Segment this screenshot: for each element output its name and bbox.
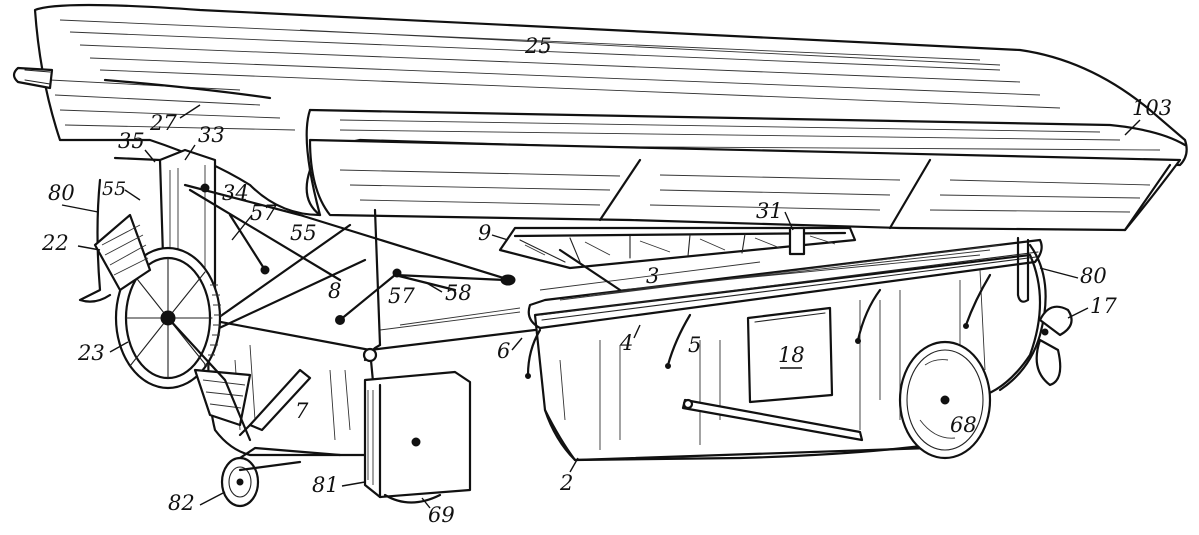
label-4: 4 [619,331,633,355]
nose-wheel [220,446,342,508]
wing [12,3,1188,232]
label-34: 34 [222,181,249,205]
label-9: 9 [478,221,491,245]
deck [379,244,1001,331]
label-8: 8 [328,279,341,303]
label-25: 25 [524,34,552,58]
label-58: 58 [445,281,472,305]
label-23: 23 [77,341,105,365]
label-33: 33 [198,123,225,147]
label-27: 27 [149,111,177,135]
label-35: 35 [118,129,145,153]
label-22: 22 [41,231,69,255]
label-31: 31 [756,199,783,223]
label-18: 18 [778,343,805,367]
rear-hook [1016,236,1030,303]
label-57-lower: 57 [388,284,415,308]
label-2: 2 [559,471,573,495]
label-7: 7 [295,399,309,423]
hull-door [746,306,834,404]
label-5: 5 [688,333,701,357]
propeller-wheel [93,213,252,442]
reference-labels: 25 103 27 33 35 80 55 34 57 55 22 9 31 3… [41,34,1172,527]
label-103: 103 [1132,96,1172,120]
cabin-windows [498,226,857,292]
label-57-upper: 57 [250,201,277,225]
label-69: 69 [428,503,455,527]
rear-wheel [898,340,992,460]
label-17: 17 [1090,294,1117,318]
rear-propeller [1035,305,1073,387]
label-80-right: 80 [1080,264,1107,288]
hull-bar [681,398,864,442]
label-55-right: 55 [290,221,317,245]
label-3: 3 [646,264,659,288]
label-55-left: 55 [102,178,126,200]
label-80-left: 80 [48,181,75,205]
label-68: 68 [950,413,977,437]
label-82: 82 [168,491,195,515]
label-6: 6 [497,339,510,363]
front-box [363,370,472,504]
label-81: 81 [312,473,339,497]
